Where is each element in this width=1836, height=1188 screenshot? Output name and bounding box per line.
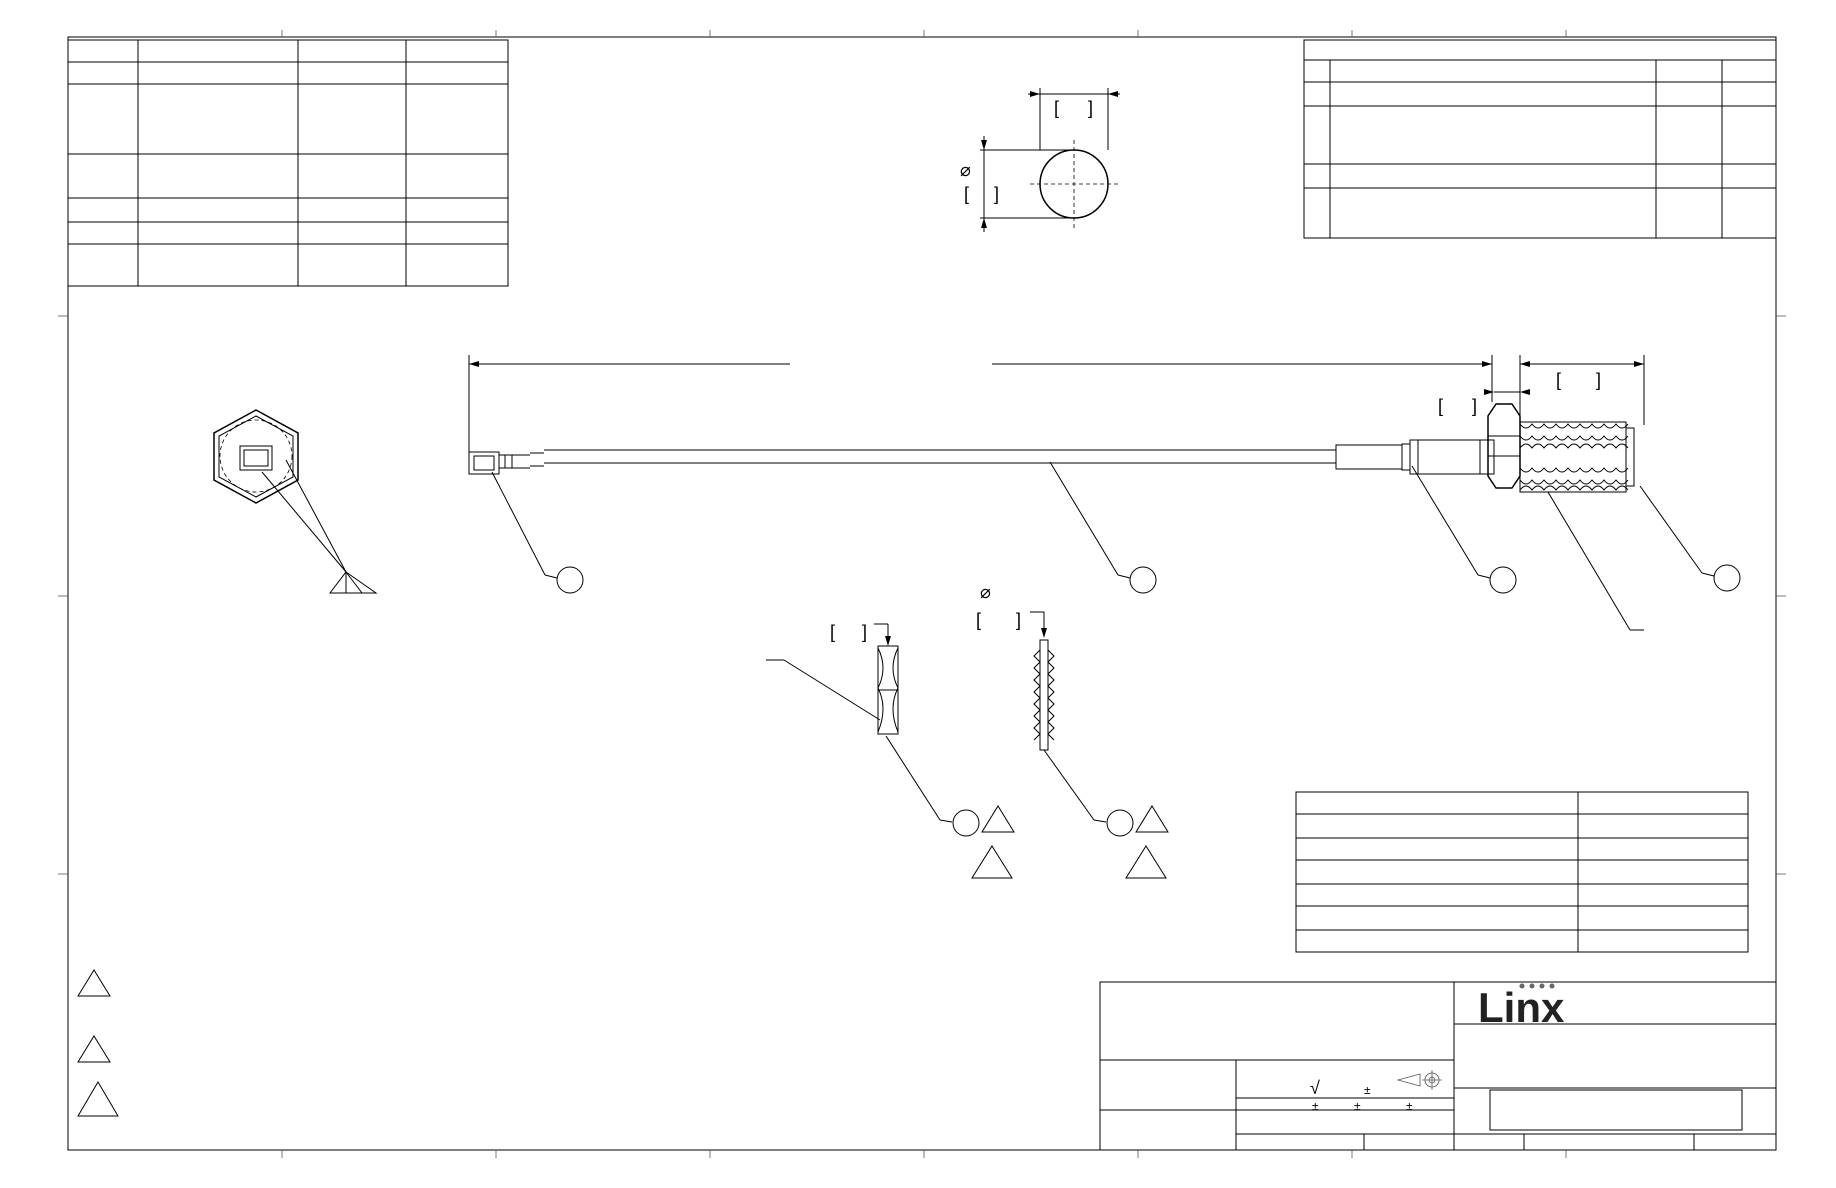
- svg-text:[: [: [830, 622, 835, 642]
- connector-end-view: [213, 409, 378, 594]
- svg-text:]: ]: [1596, 370, 1601, 390]
- svg-text:[: [: [964, 184, 969, 204]
- svg-text:[: [: [976, 610, 981, 630]
- svg-text:]: ]: [994, 184, 999, 204]
- top-left-table: [67, 39, 509, 287]
- svg-text:]: ]: [862, 622, 867, 642]
- hex-nut-side-detail: [ ]: [766, 622, 1015, 879]
- item-balloons: [491, 461, 1741, 631]
- lock-washer-side-detail: ⌀ [ ]: [976, 582, 1169, 879]
- svg-text:[: [: [1054, 98, 1059, 118]
- cable-assembly: [ ] [ ]: [468, 355, 1645, 493]
- tolerance-symbol-2: ±: [1312, 1099, 1319, 1113]
- title-block: Linx √ ± ± ± ±: [1099, 981, 1777, 1151]
- svg-text:[: [: [1556, 370, 1561, 390]
- svg-text:]: ]: [1016, 610, 1021, 630]
- thread-pattern: [1519, 423, 1629, 491]
- specification-table: [1295, 791, 1749, 953]
- cable-cross-section-detail: [ ] ⌀ [ ]: [960, 88, 1120, 232]
- company-logo: Linx: [1478, 984, 1565, 1031]
- note-flags: [77, 969, 119, 1117]
- svg-text:]: ]: [1088, 98, 1093, 118]
- third-angle-projection-icon: [1396, 1070, 1442, 1090]
- tolerance-symbol-1: ±: [1364, 1083, 1371, 1097]
- surface-finish-symbol: √: [1310, 1078, 1320, 1098]
- tolerance-symbol-4: ±: [1406, 1099, 1413, 1113]
- revision-table: [1303, 39, 1777, 239]
- drawing-border: [58, 30, 1786, 1158]
- svg-text:]: ]: [1472, 396, 1477, 416]
- diameter-symbol: ⌀: [960, 160, 971, 180]
- tolerance-symbol-3: ±: [1354, 1099, 1361, 1113]
- diameter-symbol-washer: ⌀: [980, 582, 991, 602]
- svg-text:[: [: [1438, 396, 1443, 416]
